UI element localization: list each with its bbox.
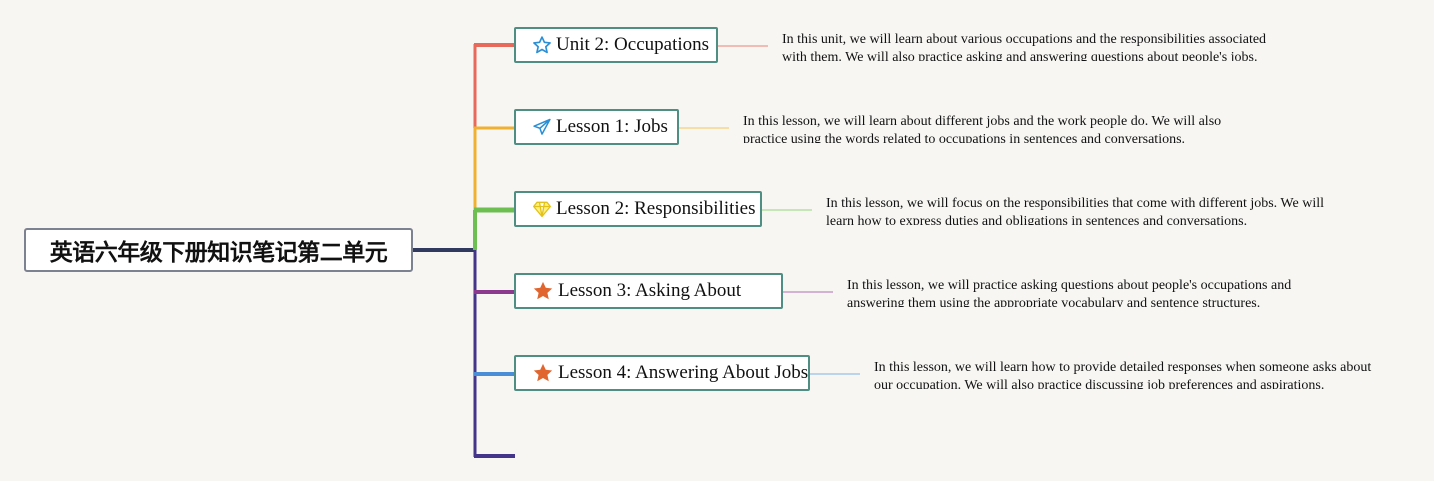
topic-lesson-2-responsibilities[interactable]: Lesson 2: Responsibilities [514, 191, 762, 227]
topic-lesson-3-asking-about[interactable]: Lesson 3: Asking About [514, 273, 783, 309]
topic-label: Lesson 2: Responsibilities [556, 198, 756, 219]
paper-plane-icon [532, 116, 552, 138]
root-title: 英语六年级下册知识笔记第二单元 [49, 240, 388, 266]
topic-lesson-1-jobs[interactable]: Lesson 1: Jobs [514, 109, 679, 145]
topic-description: In this unit, we will learn about variou… [782, 32, 1267, 61]
star-outline-icon [532, 34, 552, 56]
topic-description: In this lesson, we will learn about diff… [743, 114, 1222, 143]
root-topic[interactable]: 英语六年级下册知识笔记第二单元 [24, 228, 413, 272]
star-filled-icon [532, 280, 554, 302]
diamond-icon [532, 198, 552, 220]
topic-description: In this lesson, we will focus on the res… [826, 196, 1325, 225]
topic-unit-2-occupations[interactable]: Unit 2: Occupations [514, 27, 718, 63]
topic-label: Lesson 4: Answering About Jobs [558, 362, 809, 383]
topic-label: Lesson 1: Jobs [556, 116, 668, 137]
topic-label: Unit 2: Occupations [556, 34, 710, 55]
topic-description: In this lesson, we will practice asking … [847, 278, 1292, 307]
topic-description: In this lesson, we will learn how to pro… [874, 360, 1372, 389]
star-filled-icon [532, 362, 554, 384]
topic-label: Lesson 3: Asking About [558, 280, 742, 301]
topic-lesson-4-answering-about-jobs[interactable]: Lesson 4: Answering About Jobs [514, 355, 810, 391]
